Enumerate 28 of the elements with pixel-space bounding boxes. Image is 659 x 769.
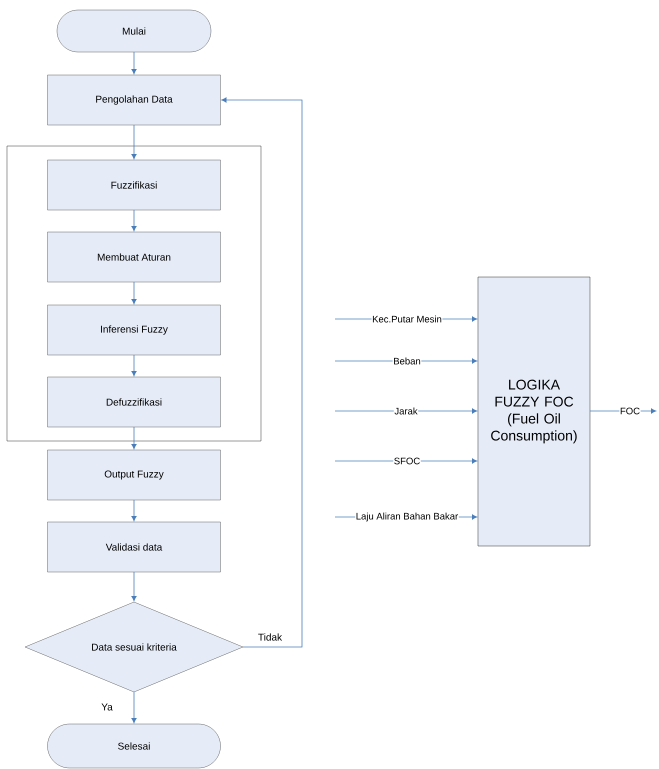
arrow [131,354,137,376]
arrow [131,500,137,522]
terminal-oval: Selesai [47,724,221,768]
process-box: Pengolahan Data [47,74,221,126]
group-frame [6,146,262,442]
edge-label: Laju Aliran Bahan Bakar [355,512,459,522]
process-box: Inferensi Fuzzy [47,304,221,356]
arrow [131,692,137,724]
edge-label: Beban [392,356,422,366]
arrow [221,97,302,648]
process-box: Validasi data [47,522,221,572]
arrow [131,426,137,450]
arrow [131,572,137,602]
process-box: LOGIKA FUZZY FOC (Fuel Oil Consumption) [478,276,590,546]
process-box: Output Fuzzy [47,450,221,500]
edge-label: Tidak [257,632,283,642]
edge-label: SFOC [393,457,421,465]
arrow [131,52,137,74]
arrow [131,210,137,232]
edge-label: Ya [100,702,114,712]
process-box: Fuzzifikasi [47,160,221,210]
edge-label: Jarak [394,406,418,416]
edge-label: Kec.Putar Mesin [372,314,442,324]
process-box: Membuat Aturan [47,232,221,282]
arrow [131,282,137,304]
arrow [131,124,137,160]
process-box: Defuzzifikasi [47,376,221,428]
edge-label: FOC [619,407,641,415]
